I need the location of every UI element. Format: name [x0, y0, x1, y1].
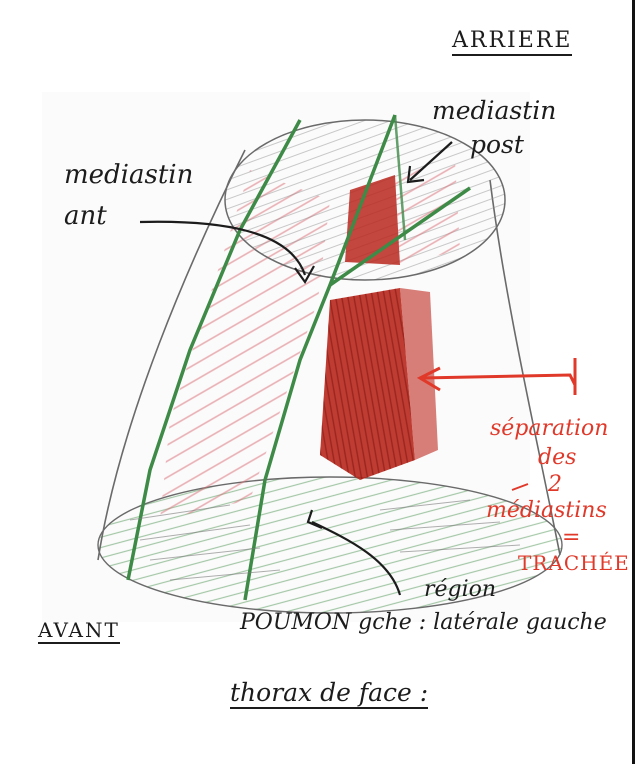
trachea-shading	[320, 288, 415, 480]
cone-right-side	[489, 179, 561, 556]
base-ellipse	[97, 476, 563, 614]
label-region-line1: région	[424, 577, 497, 602]
label-mediastin-post-line1: mediastin	[432, 96, 557, 125]
arrow-region	[311, 521, 402, 596]
label-trachee: TRACHÉE	[518, 551, 630, 575]
label-avant: AVANT	[38, 618, 120, 644]
label-separation-line4: médiastins	[486, 498, 607, 523]
posterior-mediastinum-block	[345, 175, 400, 265]
label-separation-line5: =	[562, 525, 581, 550]
green-plane-line-back	[393, 114, 407, 241]
label-mediastin-post-line2: post	[470, 130, 524, 159]
page-edge-bar	[632, 0, 635, 764]
label-separation-line1: séparation	[490, 416, 609, 441]
trachea-side	[400, 288, 438, 460]
green-plane-line-left	[126, 119, 302, 581]
arrow-trachea	[421, 373, 577, 386]
arrow-region-head	[306, 509, 323, 530]
green-plane-line-top	[329, 186, 471, 287]
arrow-mediastin-ant	[139, 220, 307, 276]
green-plane-line-front	[243, 114, 397, 601]
label-region-line2: POUMON gche : latérale gauche	[240, 610, 607, 635]
cone-left-side	[97, 149, 246, 561]
arrow-trachea-head	[416, 366, 441, 392]
base-hatching	[129, 499, 521, 581]
label-separation-line3: 2	[548, 472, 562, 497]
label-arriere: ARRIERE	[452, 30, 573, 56]
label-mediastin-ant-line1: mediastin	[64, 160, 194, 190]
posterior-mediastinum-side	[395, 160, 460, 265]
caption-thorax-de-face: thorax de face :	[230, 678, 429, 709]
label-separation-line2: des	[538, 445, 577, 470]
arrow-mediastin-post	[409, 141, 453, 181]
arrow-mediastin-ant-head	[294, 265, 315, 285]
red-dash	[511, 483, 529, 491]
label-mediastin-ant-line2: ant	[64, 201, 107, 231]
arrow-mediastin-post-head	[406, 165, 425, 184]
